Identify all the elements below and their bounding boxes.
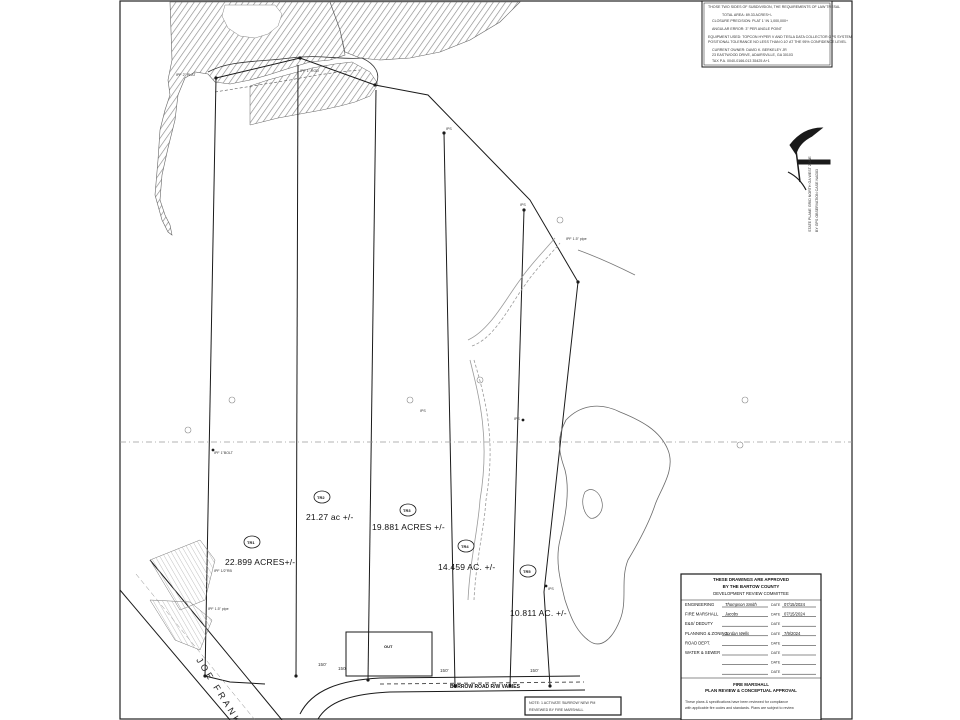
woodland-edge-right — [557, 405, 671, 645]
tract-tag-3 — [399, 503, 417, 517]
tract-acreage: 21.27 ac +/- — [306, 512, 354, 522]
approval-row-label: WATER & SEWER — [685, 650, 720, 655]
approval-row-label: PLANNING & ZONING — [685, 631, 728, 636]
pin-label: IPS — [420, 409, 426, 413]
sheet-border — [119, 0, 853, 720]
tract-tag-label: TR2 — [317, 495, 325, 500]
trails — [467, 237, 561, 601]
north-arrow-icon — [787, 127, 831, 191]
tract-tag-label: TR3 — [403, 508, 411, 513]
tract-boundaries — [204, 57, 579, 687]
approval-date: 07/15/2024 — [784, 602, 806, 607]
pin-label: IPF 1.5" pipe — [566, 237, 587, 241]
burrow-road — [299, 675, 586, 720]
pin-label: IPS — [446, 127, 452, 131]
notes-line: POSITIONAL TOLERANCE NO LESS THAN 0.10' … — [708, 40, 847, 44]
woodland-hatch-area-3 — [329, 1, 521, 61]
approval-date-label: DATE — [771, 603, 781, 607]
approval-date-label: DATE — [771, 661, 781, 665]
notes-line: 23 EASTWOOD DRIVE, ADAIRSVILLE, GA 30103 — [712, 53, 793, 57]
tree-line-right — [577, 249, 636, 276]
woodland-edge-inner — [582, 489, 603, 519]
tract-tag-label: TR5 — [523, 569, 531, 574]
pin-label: IPS — [514, 417, 520, 421]
pin-label: IPF 2" PLAT — [176, 73, 196, 77]
row-hatch — [149, 539, 216, 651]
grid-ticks — [184, 216, 749, 449]
tract-tags — [243, 490, 537, 578]
segment-label: 150' — [440, 668, 449, 673]
tract-acreage: 19.881 ACRES +/- — [372, 522, 445, 532]
tract-tag-5 — [519, 564, 537, 578]
tract-tag-1 — [243, 535, 261, 549]
tract-tag-label: TR4 — [461, 544, 469, 549]
pin-label: IPS — [520, 203, 526, 207]
pin-label: IPF 1" ROD — [300, 69, 319, 73]
clearing — [221, 4, 283, 39]
notes-line: TOTAL AREA: 89.33 ACRES+/- — [722, 13, 773, 17]
notes-box-text: THOSE TWO SIDES OF SUBDIVISION, THE REQU… — [708, 5, 852, 63]
creek-line-2 — [214, 69, 361, 93]
pin-label: IPS — [548, 587, 554, 591]
approval-row-label: ENGINEERING — [685, 602, 714, 607]
tract-tag-4 — [457, 539, 475, 553]
approval-date-label: DATE — [771, 641, 781, 645]
approval-heading: THESE DRAWINGS ARE APPROVED — [713, 577, 789, 582]
woodland-hatch-area-2 — [249, 61, 379, 126]
segment-label: 150' — [318, 662, 327, 667]
creek-line — [207, 56, 379, 87]
approval-date-label: DATE — [771, 622, 781, 626]
notes-line: ANGULAR ERROR: 3" PER ANGLE POINT — [712, 27, 783, 31]
pin-label: IPF 1/2"RB — [214, 569, 232, 573]
out-parcel — [345, 631, 433, 677]
notes-line: TAX P.A. 0040-0166-013 35425 A+1 — [712, 59, 770, 63]
north-arrow-label: STATE PLANE GRID NORTH GA WEST ZONE — [808, 156, 812, 232]
north-arrow-label: BY GPS OBSERVATION CASE NAD83 — [815, 169, 819, 232]
approval-block: THESE DRAWINGS ARE APPROVED BY THE BARTO… — [713, 577, 789, 596]
notes-line: CURRENT OWNER: DAVID K. BERKELEY JR — [712, 48, 787, 52]
woodland-hatch-area — [154, 1, 346, 236]
approval-date: 7/9/2024 — [784, 631, 801, 636]
approval-signature: Jacobs — [724, 612, 739, 617]
notes-line: CLOSURE PRECISION: PLAT 1' IN 1,000,000+ — [712, 19, 788, 23]
tract-acreage: 14.459 AC. +/- — [438, 562, 495, 572]
approval-footer: These plans & specifications have been r… — [685, 700, 788, 704]
approval-footer: with applicable fire codes and standards… — [685, 706, 794, 710]
bottom-note-line: NOTE: 1 ACTIVATE 'BURROW' NEW PM — [529, 701, 595, 705]
approval-date-label: DATE — [771, 632, 781, 636]
tract-acreage: 22.899 ACRES+/- — [225, 557, 295, 567]
approval-footer: PLAN REVIEW & CONCEPTUAL APPROVAL — [705, 688, 797, 693]
approval-heading: BY THE BARTOW COUNTY — [723, 584, 780, 589]
segment-label: 150' — [338, 666, 347, 671]
out-parcel-title: OUT — [384, 644, 393, 649]
notes-box — [701, 0, 833, 68]
approval-heading: DEVELOPMENT REVIEW COMMITTEE — [713, 591, 789, 596]
bottom-note-box — [524, 696, 622, 716]
pin-markers — [203, 56, 580, 688]
approval-row-label: E&S/ DEDUTY — [685, 621, 713, 626]
approval-date-label: DATE — [771, 651, 781, 655]
notes-line: THOSE TWO SIDES OF SUBDIVISION, THE REQU… — [708, 5, 840, 9]
bottom-note-line: REVIEWED BY FIRE MARSHALL — [529, 708, 583, 712]
approval-signature: Jordan Wells — [724, 631, 750, 636]
notes-line: EQUIPMENT USED: TOPCON HYPER V AND TESLA… — [708, 35, 852, 39]
approval-date-label: DATE — [771, 670, 781, 674]
tract-tag-label: TR1 — [247, 540, 255, 545]
approval-row-label: FIRE MARSHALL — [685, 612, 719, 617]
approval-date-label: DATE — [771, 613, 781, 617]
approval-box — [680, 573, 822, 720]
road-name: BURROW ROAD R/W VARIES — [450, 684, 521, 690]
tract-tag-2 — [313, 490, 331, 504]
tract-acreage: 10.811 AC. +/- — [510, 608, 567, 618]
approval-row-label: ROAD DEPT. — [685, 640, 710, 645]
pin-label: IPF 1"BOLT — [214, 451, 234, 455]
approval-footer: FIRE MARSHALL — [733, 682, 769, 687]
approval-signature: Thompson Smith — [725, 602, 757, 607]
approval-date: 07/15/2024 — [784, 612, 806, 617]
segment-label: 150' — [530, 668, 539, 673]
notes-box-inner — [703, 2, 831, 66]
pin-label: IPF 1.5" pipe — [208, 607, 229, 611]
